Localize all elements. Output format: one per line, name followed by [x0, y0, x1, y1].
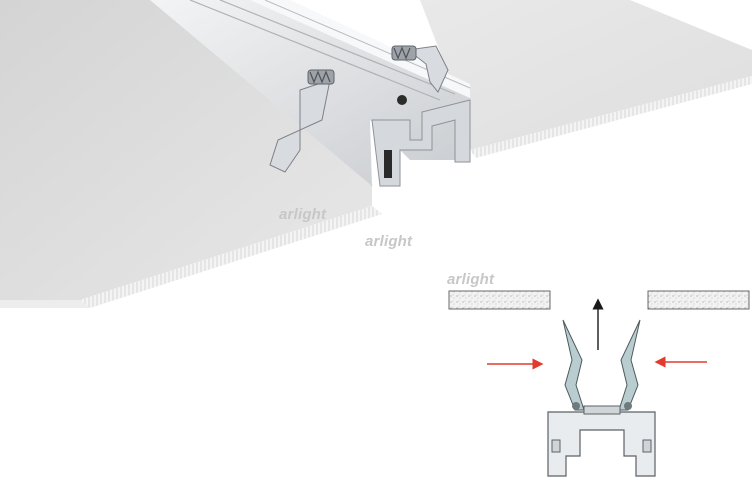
ceiling-panel-right: [420, 0, 752, 158]
section-profile: [547, 319, 656, 477]
watermark-text: arlight: [279, 206, 327, 223]
watermark-text: arlight: [447, 271, 495, 288]
section-ceiling-left: [448, 290, 551, 310]
spring-clip-back: [391, 45, 449, 93]
watermark-logo: arlight: [365, 233, 412, 250]
watermark-logo: arlight: [447, 271, 494, 288]
watermark-text: arlight: [365, 233, 413, 250]
spring-clip-front: [269, 69, 335, 173]
watermark-logo: arlight: [279, 206, 326, 223]
section-ceiling-right: [647, 290, 750, 310]
